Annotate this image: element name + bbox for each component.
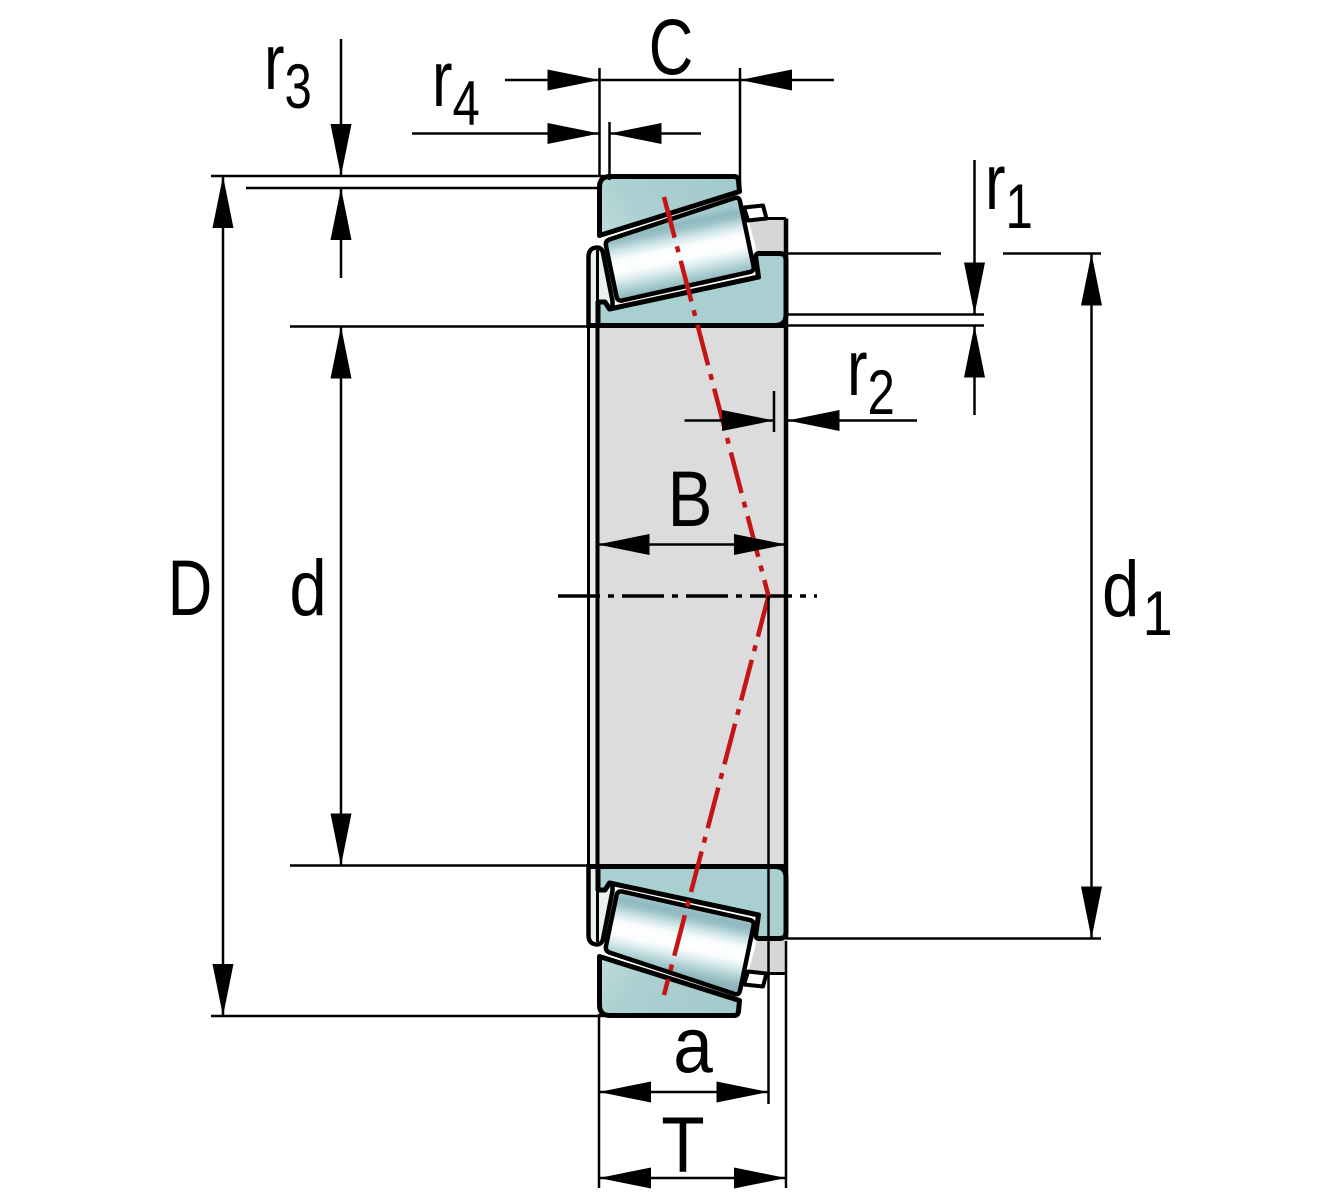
label-d1-text: d: [1102, 545, 1139, 633]
label-T-textnode: T: [661, 1101, 704, 1189]
label-r2-textnode: r2: [847, 325, 895, 428]
arrow-r1-down: [964, 262, 985, 315]
pressure-line-bottom: [661, 595, 771, 996]
label-T: T: [661, 1101, 704, 1189]
label-r1-sub: 1: [1006, 171, 1033, 241]
label-D-textnode: D: [168, 545, 212, 633]
arrow-r1-up: [964, 325, 985, 378]
arrow-C-left: [547, 69, 600, 91]
label-d: d: [289, 544, 326, 632]
flange-back-top: [748, 218, 786, 254]
label-r2: r2: [847, 325, 895, 428]
outer-ring-top: [597, 174, 742, 238]
arrow-r2-right: [787, 410, 840, 431]
label-d-textnode: d: [289, 544, 326, 632]
arrow-C-right: [740, 69, 792, 91]
inner-ring-bottom-section: [595, 864, 789, 941]
label-B: B: [668, 455, 713, 543]
arrow-r4-left: [547, 123, 600, 144]
arrow-d-top: [330, 326, 352, 379]
bearing-body: [586, 174, 789, 1018]
label-d1-textnode: d1: [1102, 545, 1173, 649]
label-r1-textnode: r1: [985, 139, 1033, 242]
label-r4: r4: [432, 36, 480, 139]
dimension-arrowheads: [212, 69, 1102, 1189]
label-r2-text: r: [847, 325, 868, 413]
label-C: C: [649, 4, 693, 92]
label-C-textnode: C: [649, 4, 693, 92]
label-r2-sub: 2: [868, 357, 895, 427]
label-a: a: [673, 1001, 713, 1089]
label-d1-sub: 1: [1143, 579, 1173, 649]
label-D-text: D: [168, 545, 212, 633]
label-r3-text: r: [264, 19, 285, 107]
label-B-text: B: [668, 455, 713, 543]
arrow-D-bottom: [212, 964, 234, 1016]
arrow-d1-top: [1081, 253, 1102, 306]
label-d-text: d: [289, 544, 326, 632]
cage-lip-top: [742, 203, 769, 223]
arrow-d1-bottom: [1081, 886, 1102, 939]
cage-lip-bottom: [742, 969, 769, 989]
label-r3: r3: [264, 19, 312, 122]
label-d1: d1: [1102, 545, 1173, 649]
label-r3-sub: 3: [285, 51, 312, 121]
arrow-B-right: [734, 534, 786, 555]
label-B-textnode: B: [668, 455, 713, 543]
arrow-D-top: [212, 176, 234, 228]
arrow-a-right: [716, 1081, 769, 1103]
arrow-B-left: [597, 534, 650, 555]
label-r4-text: r: [432, 36, 453, 124]
arrow-r3-down: [330, 124, 352, 176]
label-a-textnode: a: [673, 1001, 713, 1089]
arrow-T-right: [734, 1167, 786, 1189]
arrow-r2-left: [722, 410, 774, 431]
pressure-line-top: [661, 196, 771, 597]
label-a-text: a: [673, 1001, 713, 1089]
flange-back-bottom: [748, 938, 786, 974]
dimension-labels: C r4 r3 r1 r2 D d d1 B a T: [168, 4, 1173, 1189]
label-C-text: C: [649, 4, 693, 92]
arrow-r4-right: [609, 123, 662, 144]
label-D: D: [168, 545, 212, 633]
inner-ring-top-section: [595, 251, 789, 328]
label-r1-text: r: [985, 139, 1006, 227]
label-r4-textnode: r4: [432, 36, 480, 139]
label-r1: r1: [985, 139, 1033, 242]
arrow-a-left: [599, 1081, 651, 1103]
axis-lines: [558, 196, 817, 996]
outer-ring-bottom: [597, 954, 742, 1018]
label-r4-sub: 4: [453, 68, 480, 138]
label-r3-textnode: r3: [264, 19, 312, 122]
arrow-r3-up: [330, 188, 352, 240]
arrow-T-left: [599, 1167, 651, 1189]
label-T-text: T: [661, 1101, 704, 1189]
arrow-d-bottom: [330, 813, 352, 866]
